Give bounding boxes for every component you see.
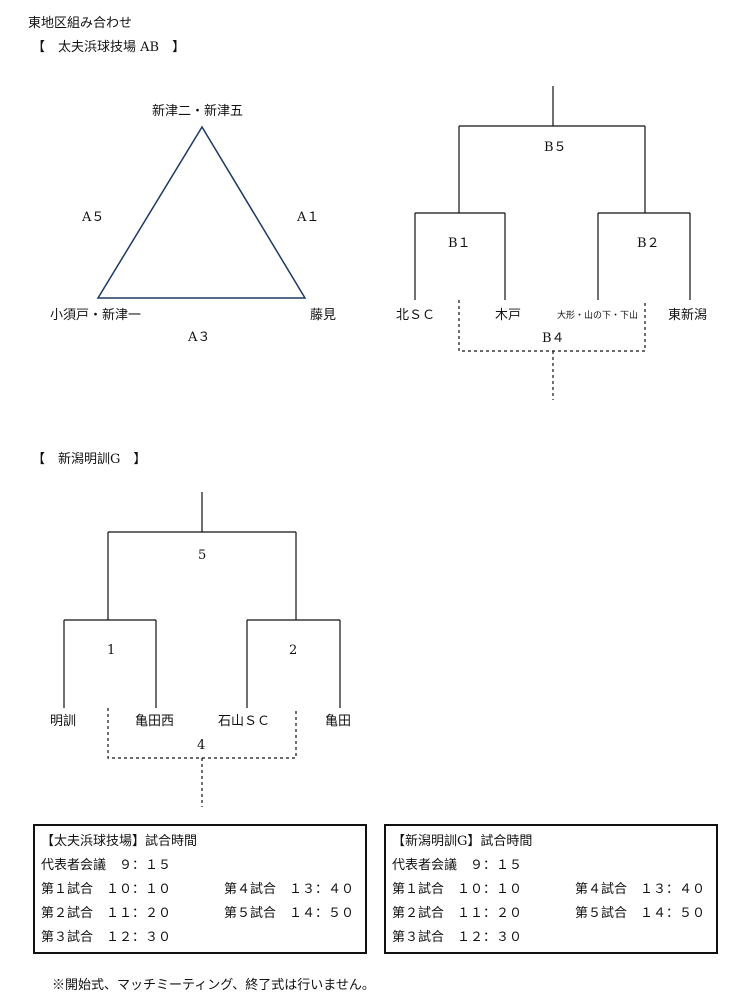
bracket-g-final-line: [107, 492, 297, 620]
triangle-shape: [96, 125, 307, 299]
schedule-match: 第２試合 １１：２０: [41, 906, 172, 921]
bracket-ab-lines: [414, 86, 691, 400]
bracket-g-semi-right-line: [246, 619, 341, 708]
schedule-match: 第５試合 １４：５０: [575, 906, 706, 921]
schedule-title: 【太夫浜球技場】試合時間: [41, 834, 198, 849]
bracket-g-consolation-label: 4: [197, 738, 206, 753]
triangle-left-edge-label: A５: [82, 210, 105, 225]
schedule-match: 第３試合 １２：３０: [41, 930, 172, 945]
bracket-g-team: 石山ＳＣ: [218, 714, 271, 729]
bracket-ab-team: 北ＳＣ: [396, 308, 436, 323]
schedule-match: 第３試合 １２：３０: [392, 930, 523, 945]
schedule-title: 【新潟明訓G】試合時間: [392, 834, 533, 849]
page-title: 東地区組み合わせ: [28, 16, 133, 31]
bracket-g-consolation-line: [107, 708, 297, 807]
schedule-meeting: 代表者会議 ９：１５: [41, 858, 172, 873]
triangle-diagram: [96, 125, 307, 299]
bracket-ab-final-label: B５: [544, 140, 567, 155]
bracket-g-team: 明訓: [50, 714, 77, 729]
schedule-meeting: 代表者会議 ９：１５: [392, 858, 523, 873]
section-ab-heading: 【 太夫浜球技場 AB 】: [32, 40, 186, 55]
triangle-right-team: 藤見: [310, 308, 337, 323]
schedule-match: 第２試合 １１：２０: [392, 906, 523, 921]
schedule-match: 第１試合 １０：１０: [392, 882, 523, 897]
bracket-ab-final-line: [458, 86, 646, 213]
bracket-ab-semi-left-label: B１: [448, 236, 471, 251]
bracket-ab-semi-right-line: [597, 212, 691, 300]
schedule-match: 第４試合 １３：４０: [224, 882, 355, 897]
bracket-ab-team: 東新潟: [668, 308, 708, 323]
bracket-g-final-label: 5: [198, 548, 207, 563]
bracket-g-lines: [63, 492, 341, 807]
bracket-ab-semi-right-label: B２: [637, 236, 660, 251]
bracket-ab-consolation-label: B４: [542, 331, 565, 346]
bracket-ab-team: 木戸: [495, 308, 522, 323]
bracket-g-semi-left-line: [63, 619, 157, 708]
triangle-bottom-edge-label: A３: [188, 330, 211, 345]
bracket-g-semi-left-label: 1: [107, 643, 116, 658]
bracket-g-team: 亀田西: [135, 714, 175, 729]
footnote: ※開始式、マッチミーティング、終了式は行いません。: [52, 978, 375, 993]
schedule-box-meikun: 【新潟明訓G】試合時間 代表者会議 ９：１５ 第１試合 １０：１０ 第２試合 １…: [384, 824, 718, 954]
schedule-match: 第５試合 １４：５０: [224, 906, 355, 921]
triangle-right-edge-label: A１: [297, 210, 320, 225]
triangle-left-team: 小須戸・新津一: [50, 308, 142, 323]
section-g-heading: 【 新潟明訓G 】: [32, 452, 147, 467]
schedule-box-taiyuhama: 【太夫浜球技場】試合時間 代表者会議 ９：１５ 第１試合 １０：１０ 第２試合 …: [33, 824, 367, 954]
bracket-g-team: 亀田: [325, 714, 352, 729]
bracket-ab-team: 大形・山の下・下山: [557, 311, 639, 321]
bracket-ab-semi-left-line: [414, 212, 506, 300]
schedule-match: 第１試合 １０：１０: [41, 882, 172, 897]
triangle-top-team: 新津二・新津五: [152, 104, 244, 119]
bracket-g-semi-right-label: 2: [289, 643, 298, 658]
schedule-match: 第４試合 １３：４０: [575, 882, 706, 897]
bracket-ab-consolation-line: [458, 300, 646, 400]
